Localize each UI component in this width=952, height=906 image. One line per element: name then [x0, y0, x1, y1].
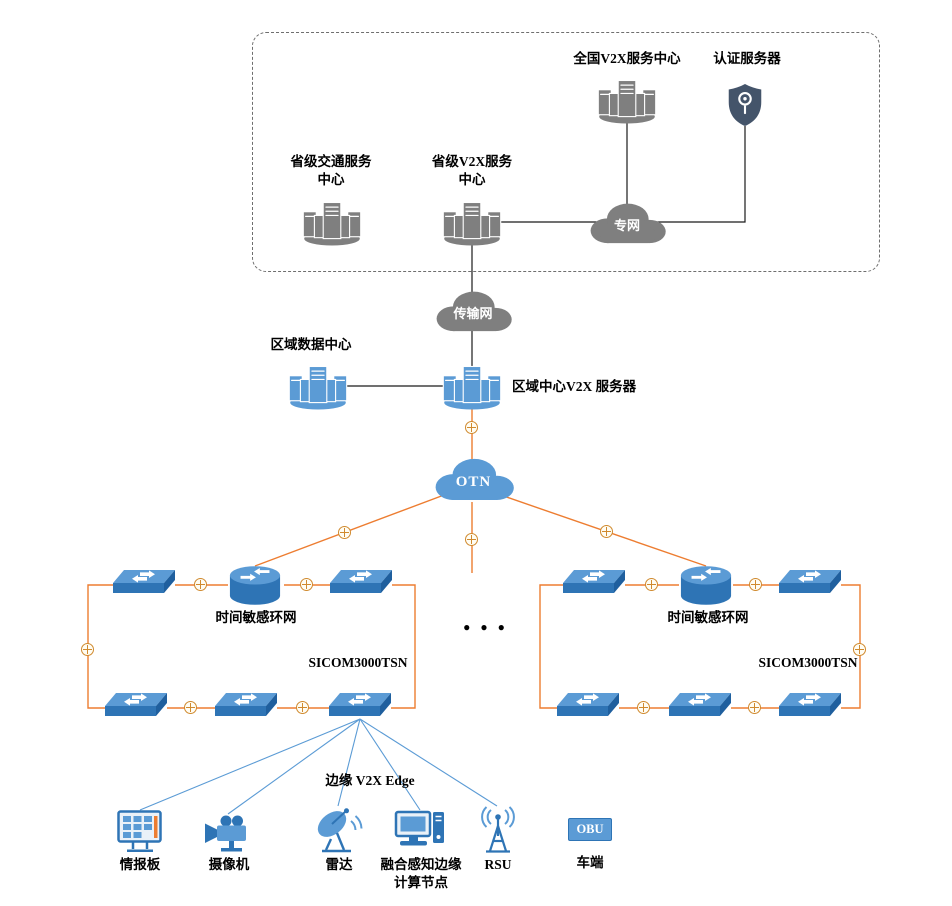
prov-traffic-line2: 中心	[317, 171, 345, 187]
otn-label: OTN	[455, 474, 492, 490]
coupler-icon	[600, 525, 613, 538]
coupler-icon	[338, 526, 351, 539]
ring-left-tsn-router-icon	[228, 563, 282, 609]
national-v2x-label: 全国V2X服务中心	[573, 51, 681, 66]
edge-node-label-line2: 计算节点	[394, 874, 448, 890]
coupler-icon	[465, 421, 478, 434]
device-label-rsu: RSU	[484, 857, 512, 872]
ring-left-switch-top-1-icon	[113, 569, 175, 600]
ring-left-model: SICOM3000TSN	[308, 655, 408, 670]
ring-right-model: SICOM3000TSN	[758, 655, 858, 670]
obu-badge: OBU	[568, 818, 612, 841]
cloud-platform-boundary	[252, 32, 880, 272]
private-network-cloud-icon: 专网	[582, 199, 672, 247]
transport-network-label: 传输网	[453, 306, 493, 321]
private-network-label: 专网	[613, 218, 640, 233]
auth-shield-icon	[727, 83, 763, 127]
coupler-icon	[300, 578, 313, 591]
ring-right-title: 时间敏感环网	[667, 610, 749, 625]
coupler-icon	[748, 701, 761, 714]
prov-traffic-label: 省级交通服务 中心	[272, 153, 390, 189]
edge-node-icon	[394, 810, 446, 854]
national-v2x-servers-icon	[597, 74, 657, 124]
ring-left-switch-bottom-2-icon	[215, 692, 277, 723]
ring-left-switch-bottom-1-icon	[105, 692, 167, 723]
prov-traffic-servers-icon	[302, 196, 362, 246]
coupler-icon	[296, 701, 309, 714]
coupler-icon	[184, 701, 197, 714]
prov-v2x-label: 省级V2X服务 中心	[413, 153, 531, 189]
rsu-icon	[478, 806, 518, 854]
device-label-radar: 雷达	[325, 857, 353, 872]
device-label-camera: 摄像机	[208, 857, 250, 872]
ring-ellipsis: ●●●	[463, 620, 515, 634]
camera-icon	[204, 814, 254, 852]
coupler-icon	[637, 701, 650, 714]
coupler-icon	[749, 578, 762, 591]
obu-label: 车端	[576, 855, 604, 870]
coupler-icon	[465, 533, 478, 546]
regional-v2x-servers-icon	[442, 360, 502, 410]
prov-v2x-line1: 省级V2X服务	[431, 154, 513, 169]
otn-cloud-icon: OTN	[426, 454, 521, 504]
coupler-icon	[853, 643, 866, 656]
auth-server-label: 认证服务器	[713, 51, 781, 66]
ring-right-switch-bottom-3-icon	[779, 692, 841, 723]
transport-network-cloud-icon: 传输网	[427, 287, 519, 335]
ring-right-switch-top-2-icon	[779, 569, 841, 600]
coupler-icon	[645, 578, 658, 591]
regional-v2x-label: 区域中心V2X 服务器	[512, 379, 637, 394]
device-label-board: 情报板	[119, 857, 161, 872]
info-board-icon	[116, 810, 164, 854]
ring-right-tsn-router-icon	[679, 563, 733, 609]
prov-v2x-line2: 中心	[458, 171, 486, 187]
ring-right-switch-bottom-1-icon	[557, 692, 619, 723]
edge-device-links	[139, 718, 498, 815]
ring-left-title: 时间敏感环网	[215, 610, 297, 625]
ring-right-switch-top-1-icon	[563, 569, 625, 600]
regional-dc-servers-icon	[288, 360, 348, 410]
prov-traffic-line1: 省级交通服务	[290, 154, 372, 169]
ring-right-switch-bottom-2-icon	[669, 692, 731, 723]
radar-icon	[314, 808, 364, 854]
device-label-edge-node: 融合感知边缘 计算节点	[374, 856, 468, 892]
prov-v2x-servers-icon	[442, 196, 502, 246]
coupler-icon	[194, 578, 207, 591]
ring-left-switch-top-2-icon	[330, 569, 392, 600]
ring-left-switch-bottom-3-icon	[329, 692, 391, 723]
edge-node-label-line1: 融合感知边缘	[380, 857, 462, 872]
edge-label: 边缘 V2X Edge	[325, 773, 415, 788]
coupler-icon	[81, 643, 94, 656]
regional-dc-label: 区域数据中心	[270, 337, 352, 352]
